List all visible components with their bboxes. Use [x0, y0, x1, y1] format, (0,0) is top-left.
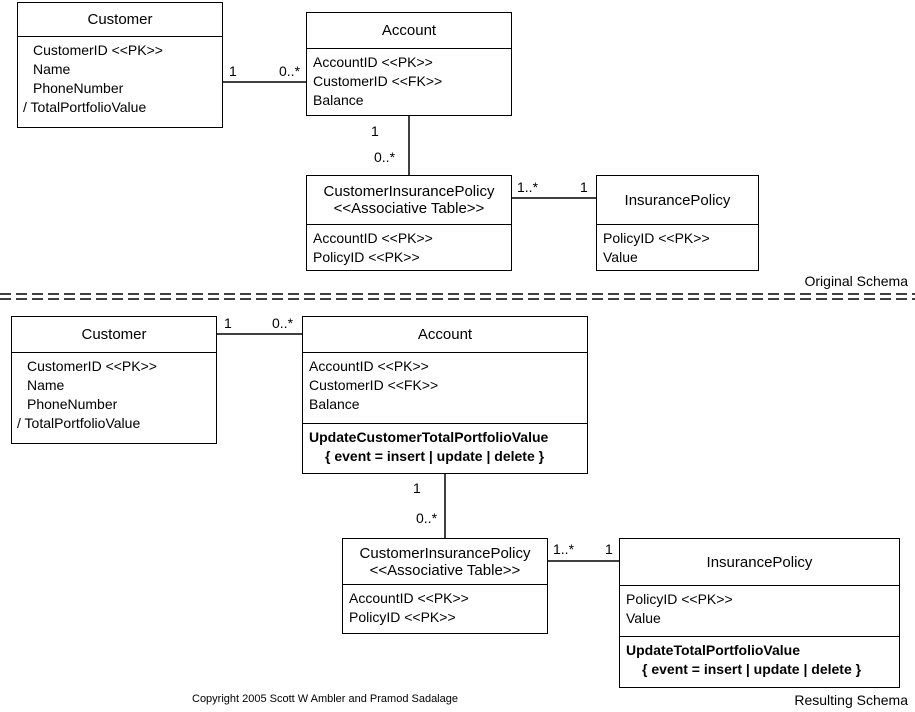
attribute: AccountID <<PK>>	[313, 230, 433, 246]
multiplicity: 1	[229, 63, 237, 79]
attribute: PolicyID <<PK>>	[603, 230, 710, 246]
derived-attribute: / TotalPortfolioValue	[17, 415, 141, 431]
multiplicity: 1	[605, 541, 613, 557]
attribute: CustomerID <<PK>>	[27, 358, 157, 374]
derived-attribute: / TotalPortfolioValue	[23, 99, 147, 115]
attribute: AccountID <<PK>>	[349, 590, 469, 606]
attribute: Value	[626, 610, 661, 626]
multiplicity: 0..*	[416, 510, 438, 526]
class-title: Customer	[18, 3, 222, 37]
multiplicity: 1	[413, 480, 421, 496]
class-stereotype: <<Associative Table>>	[369, 561, 521, 579]
trigger-event: { event = insert | update | delete }	[642, 661, 862, 677]
class-title: Customer	[12, 317, 216, 353]
class-title: InsurancePolicy	[620, 539, 899, 586]
schema-caption: Resulting Schema	[794, 692, 908, 708]
multiplicity: 0..*	[272, 315, 294, 331]
attribute: CustomerID <<PK>>	[33, 42, 163, 58]
resulting-customer-class: Customer CustomerID <<PK>> Name PhoneNum…	[11, 316, 217, 444]
resulting-cip-class: CustomerInsurancePolicy <<Associative Ta…	[342, 538, 548, 634]
attribute: AccountID <<PK>>	[313, 54, 433, 70]
class-title: Account	[307, 13, 511, 49]
trigger-name: UpdateCustomerTotalPortfolioValue	[309, 429, 549, 445]
attribute: Balance	[313, 92, 364, 108]
schema-caption: Original Schema	[804, 273, 909, 289]
resulting-account-class: Account AccountID <<PK>> CustomerID <<FK…	[302, 316, 588, 474]
trigger-event: { event = insert | update | delete }	[325, 448, 545, 464]
multiplicity: 0..*	[374, 149, 396, 165]
class-stereotype: <<Associative Table>>	[333, 200, 485, 217]
multiplicity: 1	[580, 179, 588, 195]
trigger-name: UpdateTotalPortfolioValue	[626, 642, 800, 658]
attribute: PolicyID <<PK>>	[313, 249, 420, 265]
attribute: AccountID <<PK>>	[309, 358, 429, 374]
attribute: PhoneNumber	[33, 80, 124, 96]
resulting-policy-class: InsurancePolicy PolicyID <<PK>> Value Up…	[619, 538, 900, 688]
attribute: CustomerID <<FK>>	[309, 377, 439, 393]
class-title: Account	[303, 317, 587, 353]
attribute: PolicyID <<PK>>	[626, 591, 733, 607]
class-title: CustomerInsurancePolicy	[323, 183, 495, 200]
original-cip-class: CustomerInsurancePolicy <<Associative Ta…	[306, 175, 512, 271]
original-account-class: Account AccountID <<PK>> CustomerID <<FK…	[306, 12, 512, 116]
class-title: InsurancePolicy	[597, 176, 758, 225]
multiplicity: 1	[371, 123, 379, 139]
attribute: Value	[603, 249, 638, 265]
original-customer-class: Customer CustomerID <<PK>> Name PhoneNum…	[17, 2, 223, 128]
multiplicity: 1..*	[517, 179, 539, 195]
multiplicity: 1..*	[553, 541, 575, 557]
original-policy-class: InsurancePolicy PolicyID <<PK>> Value	[596, 175, 759, 271]
attribute: PolicyID <<PK>>	[349, 609, 456, 625]
attribute: PhoneNumber	[27, 396, 118, 412]
attribute: CustomerID <<FK>>	[313, 73, 443, 89]
attribute: Name	[27, 377, 65, 393]
attribute: Balance	[309, 396, 360, 412]
copyright-notice: Copyright 2005 Scott W Ambler and Pramod…	[192, 693, 458, 705]
multiplicity: 1	[224, 315, 232, 331]
attribute: Name	[33, 61, 71, 77]
class-title: CustomerInsurancePolicy	[359, 544, 531, 562]
multiplicity: 0..*	[279, 63, 301, 79]
